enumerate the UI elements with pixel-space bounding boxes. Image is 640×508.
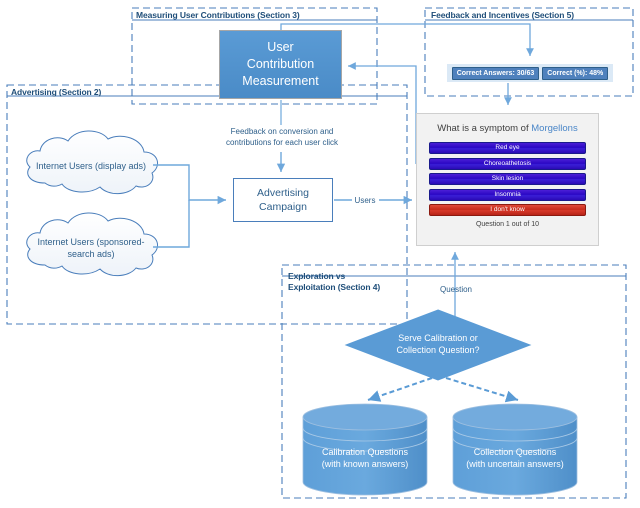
quiz-question-prefix: What is a symptom of xyxy=(437,123,532,134)
quiz-panel[interactable]: What is a symptom of Morgellons Red eye … xyxy=(416,113,599,246)
quiz-progress-text: Question 1 out of 10 xyxy=(475,221,540,228)
quiz-option-i-dont-know[interactable]: I don't know xyxy=(429,204,586,216)
section-label-feedback-and-incentives: Feedback and Incentives (Section 5) xyxy=(431,10,574,20)
section-label-exploration-vs-exploitation: Exploration vs Exploitation (Section 4) xyxy=(288,271,381,292)
node-database-collection-questions: Collection Questions (with uncertain ans… xyxy=(466,447,564,469)
feedback-stats-bar: Correct Answers: 30/63 Correct (%): 48% xyxy=(447,64,613,82)
quiz-question-term: Morgellons xyxy=(531,123,578,134)
node-advertising-campaign[interactable]: Advertising Campaign xyxy=(233,178,333,222)
section-frame-feedback xyxy=(424,7,634,97)
edge-label-question: Question xyxy=(439,285,473,294)
quiz-option-1[interactable]: Red eye xyxy=(429,142,586,154)
connector-decision-to-databases xyxy=(367,377,519,403)
quiz-option-3[interactable]: Skin lesion xyxy=(429,173,586,185)
node-decision-serve-question: Serve Calibration or Collection Question… xyxy=(396,333,480,355)
connector-clouds-to-ad-campaign xyxy=(153,164,226,248)
node-ucm-label: User Contribution Measurement xyxy=(242,40,319,88)
section-label-advertising: Advertising (Section 2) xyxy=(11,87,102,97)
edge-label-users: Users xyxy=(354,196,376,205)
section-label-measuring-user-contributions: Measuring User Contributions (Section 3) xyxy=(136,10,300,20)
quiz-question-text: What is a symptom of Morgellons xyxy=(429,123,586,134)
edge-label-feedback-on-conversion: Feedback on conversion and contributions… xyxy=(225,127,339,147)
node-database-calibration-questions: Calibration Questions (with known answer… xyxy=(321,447,409,469)
quiz-option-2[interactable]: Choreoathetosis xyxy=(429,157,586,170)
node-user-contribution-measurement[interactable]: User Contribution Measurement xyxy=(219,30,342,99)
stat-correct-percent: Correct (%): 48% xyxy=(542,66,609,80)
stat-correct-answers: Correct Answers: 30/63 xyxy=(451,66,540,80)
node-ad-campaign-label: Advertising Campaign xyxy=(257,187,309,213)
quiz-option-4[interactable]: Insomnia xyxy=(429,188,586,201)
connector-quiz-to-ucm xyxy=(348,62,417,164)
node-cloud-internet-users-display-ads: Internet Users (display ads) xyxy=(35,161,147,171)
node-cloud-internet-users-sponsored-search-ads: Internet Users (sponsored- search ads) xyxy=(37,237,145,259)
